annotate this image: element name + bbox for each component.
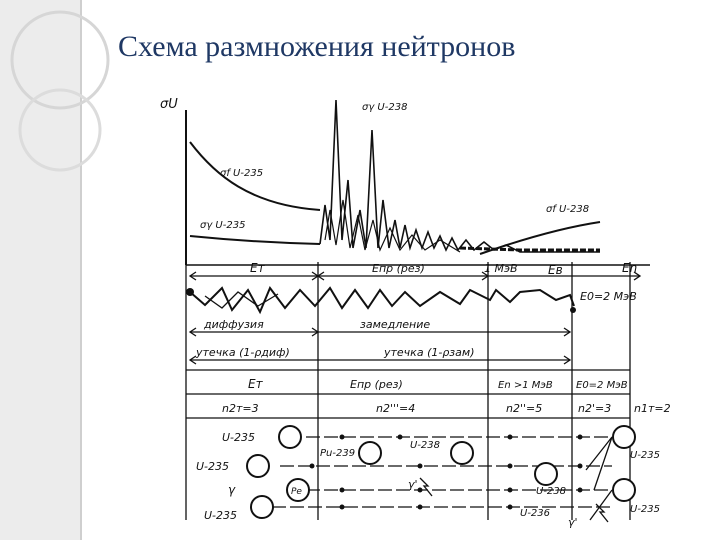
label-slowing-down: замедление [360,318,430,331]
decor-arc [10,10,110,110]
label-gamma-prime-2: γ' [568,516,578,529]
count-n2-double: n2''=5 [506,402,542,415]
label-e-resonance: Eпр (рез) [372,262,425,275]
nucleus-circles [246,425,636,519]
count-n2-triple: n2'''=4 [376,402,415,415]
label-u235-a: U-235 [222,431,255,444]
nucleus-u238-b [534,462,558,486]
label-sigma-f-u238: σf U-238 [546,204,589,215]
table-header-e-thermal: Eт [248,377,264,391]
label-e-n: En [622,261,637,275]
energy-arrows [188,271,642,281]
label-gamma-prime: γ' [408,478,418,491]
process-arrows [188,327,572,337]
label-e-b: Eв [548,263,563,277]
nucleus-u235-b [246,454,270,478]
label-sigma-f-u235: σf U-235 [220,168,263,179]
count-n2t: n2т=3 [222,402,259,415]
table-header-e0: E0=2 МэВ [576,380,628,391]
decor-arc [18,88,102,172]
table-header-e-fast: En >1 МэВ [498,380,553,391]
left-decor-border [80,0,82,540]
cross-section-graph [185,99,650,266]
nucleus-u235-a [278,425,302,449]
label-u238-b: U-238 [536,486,566,497]
neutron-zigzag-overlay [204,291,279,309]
label-u236: U-236 [520,508,550,519]
resonance-peaks-curve [319,99,600,253]
count-n2-prime: n2'=3 [578,402,611,415]
label-e0: E0=2 МэВ [580,290,637,303]
nucleus-u238-a [450,441,474,465]
label-leak-slowing: утечка (1-ρзам) [383,346,475,359]
resonance-secondary-curve [324,199,461,253]
label-u235-c: U-235 [204,509,237,522]
sigma-f-u235-curve [189,141,321,211]
y-axis-label: σU [160,97,178,112]
nucleus-right-bottom [612,478,636,502]
reaction-lines [272,436,613,523]
nucleus-right-top [612,425,636,449]
label-u235-right-2: U-235 [630,504,660,515]
label-u235-right-1: U-235 [630,450,660,461]
label-one-mev: 1 МэВ [484,262,518,275]
label-u235-b: U-235 [196,460,229,473]
label-sigma-gamma-u238: σγ U-238 [362,102,407,113]
label-gamma: γ [228,483,236,497]
label-pe: Pe [291,487,302,497]
vertical-dividers [185,262,631,520]
nucleus-u235-c [250,495,274,519]
label-sigma-gamma-u235: σγ U-235 [200,220,245,231]
slide-title: Схема размножения нейтронов [118,30,516,63]
neutron-source-dot [570,307,576,313]
reaction-dots [309,434,583,510]
tail-curve [459,246,600,252]
neutron-start-dot [186,288,194,296]
neutron-zigzag-path [189,286,575,315]
label-pu239: Pu-239 [320,448,355,459]
label-e-thermal: Eт [250,261,266,275]
energy-table-lines [186,369,630,419]
sigma-gamma-u235-curve [189,235,321,245]
label-u238-a: U-238 [410,440,440,451]
count-n1t: n1т=2 [634,402,671,415]
table-header-e-resonance: Eпр (рез) [350,378,403,391]
label-diffusion: диффузия [203,318,264,331]
label-leak-diffusion: утечка (1-ρдиф) [195,346,290,359]
nucleus-pu239 [358,441,382,465]
nucleus-pe [286,478,310,502]
leakage-arrows [188,355,572,365]
